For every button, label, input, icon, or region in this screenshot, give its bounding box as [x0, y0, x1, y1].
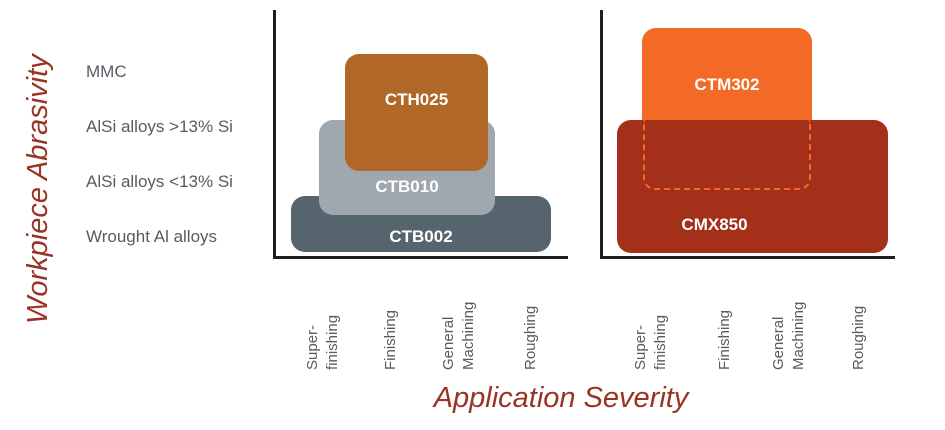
- left-tick-roughing-line1: Roughing: [522, 305, 539, 370]
- right-tick-finishing-line1: Finishing: [716, 309, 733, 370]
- row-label-mmc: MMC: [86, 62, 127, 81]
- right-tick-roughing-line1: Roughing: [850, 305, 867, 370]
- left-panel-y-axis: [273, 10, 276, 259]
- right-tick-general-machining: General Machining: [764, 280, 814, 370]
- ctm302-overlap-outline: [643, 120, 811, 190]
- left-tick-finishing-line1: Finishing: [382, 309, 399, 370]
- x-axis-title: Application Severity: [433, 382, 689, 414]
- block-cmx850-label: CMX850: [681, 215, 748, 234]
- right-tick-roughing: Roughing: [834, 280, 884, 370]
- block-ctb010-label: CTB010: [375, 177, 439, 196]
- left-tick-general-machining: General Machining: [434, 280, 484, 370]
- row-label-alsi-low: AlSi alloys <13% Si: [86, 172, 233, 191]
- left-tick-finishing: Finishing: [366, 280, 416, 370]
- left-tick-general-machining-line1: General: [440, 316, 457, 370]
- left-tick-superfinishing-line2: finishing: [324, 314, 341, 370]
- right-panel-y-axis: [600, 10, 603, 259]
- right-tick-superfinishing-line1: Super-: [632, 324, 649, 370]
- left-tick-roughing: Roughing: [506, 280, 556, 370]
- right-tick-finishing: Finishing: [700, 280, 750, 370]
- block-ctb002-label: CTB002: [389, 227, 453, 246]
- row-label-alsi-high: AlSi alloys >13% Si: [86, 117, 233, 136]
- block-cth025: CTH025: [345, 54, 488, 171]
- y-axis-title: Workpiece Abrasivity: [22, 54, 54, 324]
- block-ctm302-label: CTM302: [694, 75, 760, 94]
- block-cmx850: CMX850: [617, 120, 888, 253]
- right-tick-superfinishing-line2: finishing: [652, 314, 669, 370]
- right-tick-general-machining-line2: Machining: [790, 301, 807, 370]
- row-label-wrought: Wrought Al alloys: [86, 227, 218, 246]
- left-tick-superfinishing: Super- finishing: [298, 280, 348, 370]
- left-panel-x-axis: [273, 256, 568, 259]
- block-cth025-label: CTH025: [384, 89, 449, 109]
- left-tick-general-machining-line2: Machining: [460, 301, 477, 370]
- right-tick-superfinishing: Super- finishing: [626, 280, 676, 370]
- left-tick-superfinishing-line1: Super-: [304, 324, 321, 370]
- right-tick-general-machining-line1: General: [770, 316, 787, 370]
- right-panel-x-axis: [600, 256, 895, 259]
